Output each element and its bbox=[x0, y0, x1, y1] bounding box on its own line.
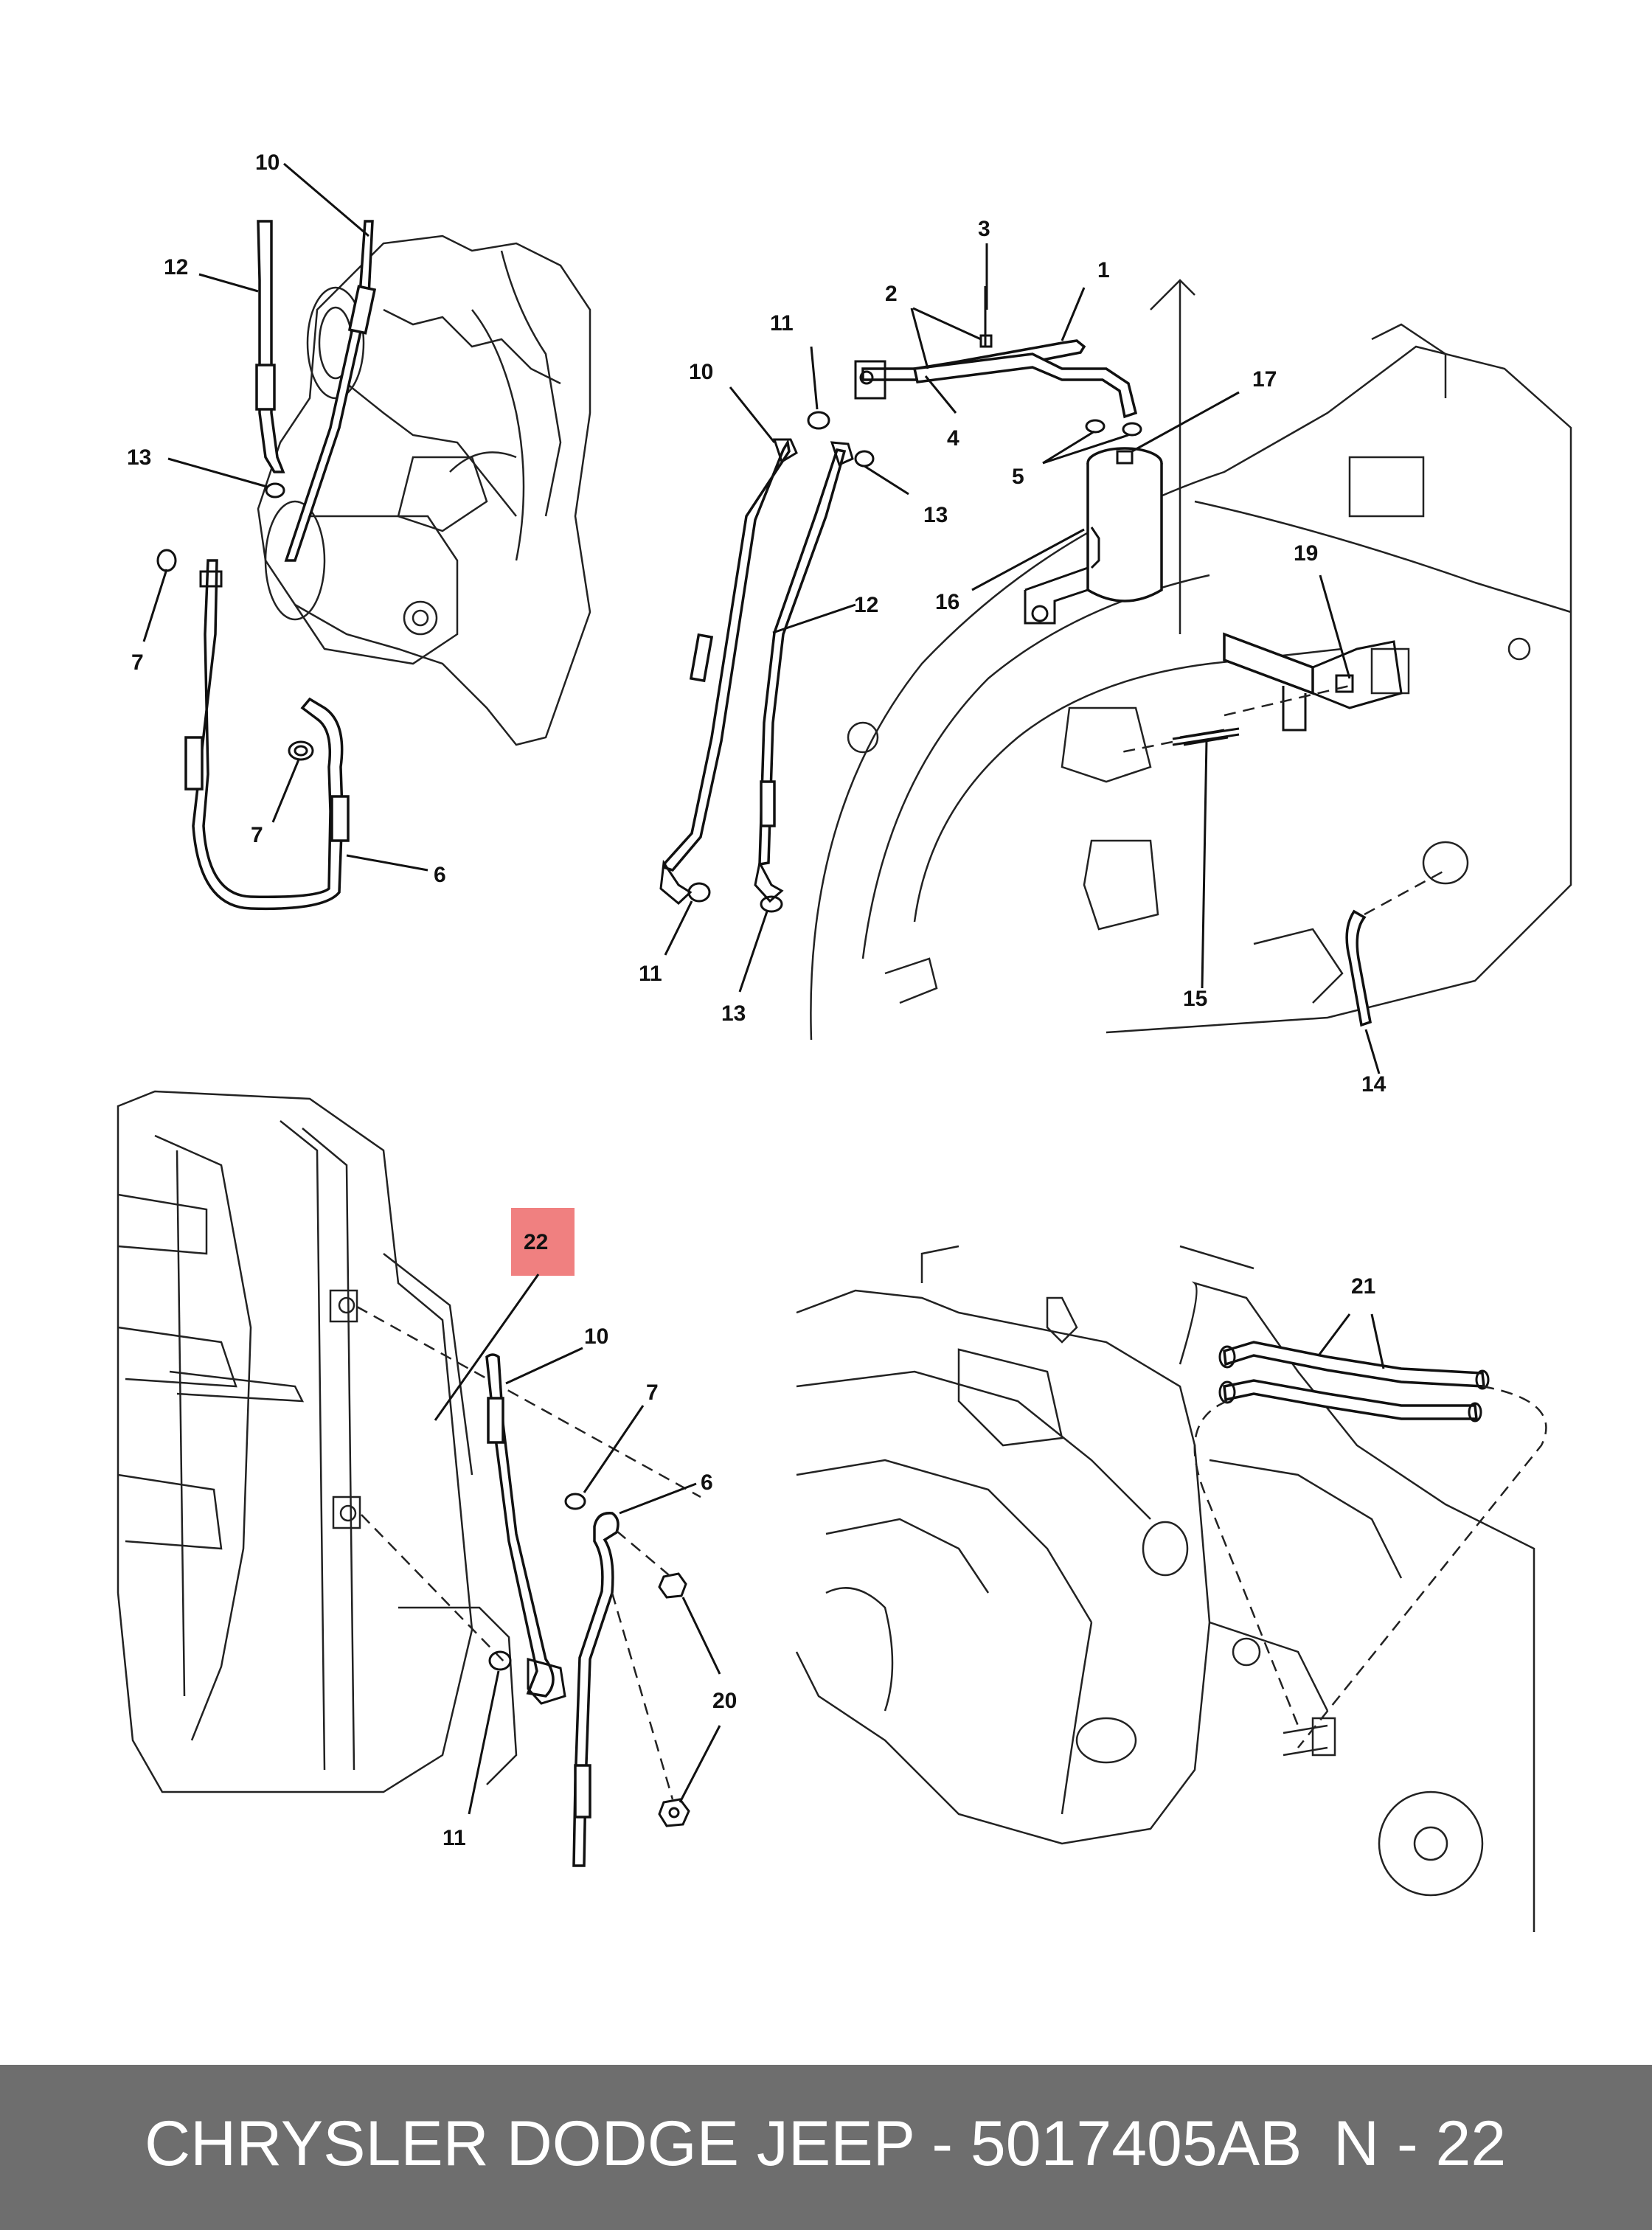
callout-21: 21 bbox=[1351, 1274, 1375, 1299]
callout-1: 1 bbox=[1097, 258, 1110, 282]
callout-12: 12 bbox=[164, 255, 188, 279]
callout-19: 19 bbox=[1294, 541, 1318, 566]
footer-title: CHRYSLER DODGE JEEP - 5017405AB bbox=[145, 2108, 1302, 2179]
callout-11: 11 bbox=[442, 1826, 466, 1850]
callout-7: 7 bbox=[131, 650, 144, 675]
callout-3: 3 bbox=[978, 217, 990, 241]
highlight-box bbox=[511, 1208, 575, 1276]
callout-2: 2 bbox=[885, 282, 898, 306]
callout-6: 6 bbox=[434, 863, 446, 887]
callout-5: 5 bbox=[1012, 465, 1024, 489]
parts-diagram: 10 12 13 7 7 6 bbox=[117, 150, 1572, 1932]
callout-4: 4 bbox=[947, 426, 959, 451]
callout-7: 7 bbox=[251, 823, 263, 847]
panel-bottom-right: 21 bbox=[795, 1245, 1547, 1932]
callout-13: 13 bbox=[721, 1001, 746, 1026]
callout-12: 12 bbox=[854, 593, 878, 617]
panel-top-left: 10 12 13 7 7 6 bbox=[127, 150, 591, 911]
callout-15: 15 bbox=[1183, 987, 1207, 1011]
callout-13: 13 bbox=[923, 503, 948, 527]
callout-22: 22 bbox=[524, 1230, 548, 1254]
panel-top-right: 3 1 2 11 10 17 4 5 13 19 16 12 15 11 13 … bbox=[639, 217, 1572, 1097]
callout-11: 11 bbox=[639, 962, 662, 986]
callout-14: 14 bbox=[1361, 1072, 1386, 1097]
callout-10: 10 bbox=[255, 150, 280, 175]
footer-page-number: N - 22 bbox=[1333, 2108, 1507, 2179]
callout-6: 6 bbox=[701, 1470, 713, 1495]
panel-bottom-left: 22 10 7 6 20 11 bbox=[117, 1090, 737, 1867]
callout-11: 11 bbox=[770, 311, 794, 336]
callout-7: 7 bbox=[646, 1380, 659, 1405]
footer-bar bbox=[0, 2065, 1652, 2230]
callout-10: 10 bbox=[689, 360, 713, 384]
callout-10: 10 bbox=[584, 1324, 608, 1349]
callout-17: 17 bbox=[1252, 367, 1277, 392]
callout-20: 20 bbox=[712, 1689, 737, 1713]
callout-16: 16 bbox=[935, 590, 959, 614]
callout-13: 13 bbox=[127, 445, 151, 470]
